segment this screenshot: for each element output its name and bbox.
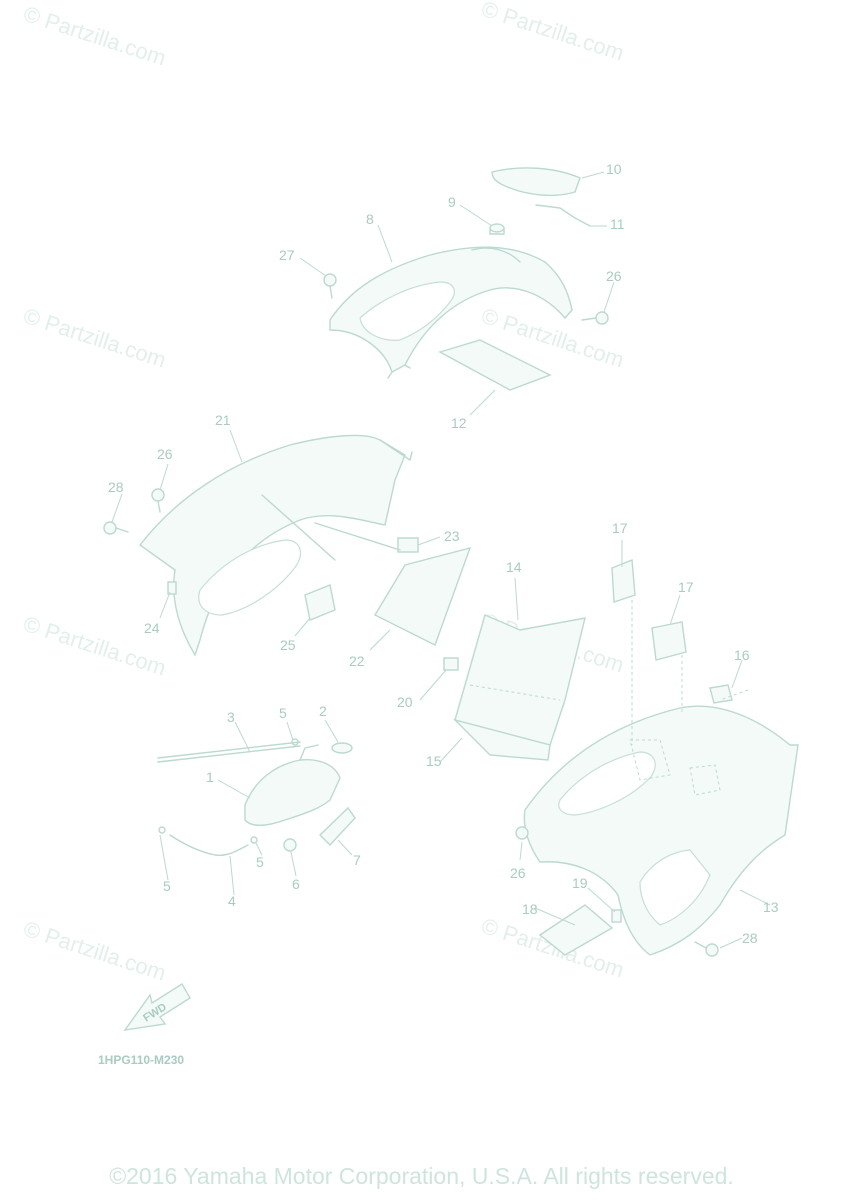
callout-17: 17 <box>612 520 628 536</box>
part-17-pad <box>611 558 687 661</box>
part-26-bolt <box>581 311 609 325</box>
part-25-pad <box>304 584 336 621</box>
callout-3: 3 <box>227 709 235 725</box>
callout-26: 26 <box>157 446 173 462</box>
part-9-grommet <box>489 223 505 235</box>
callout-15: 15 <box>426 753 442 769</box>
callout-13: 13 <box>763 899 779 915</box>
part-16-clip <box>709 684 733 704</box>
callout-1: 1 <box>206 769 214 785</box>
part-18-sticker <box>538 904 614 956</box>
callout-9: 9 <box>448 194 456 210</box>
part-8-rear-cover <box>329 246 573 379</box>
callout-26: 26 <box>606 268 622 284</box>
part-26-bolt <box>515 826 529 840</box>
callout-28: 28 <box>108 479 124 495</box>
callout-10: 10 <box>606 161 622 177</box>
callout-22: 22 <box>349 653 365 669</box>
part-6-bolt <box>283 838 297 852</box>
part-1-tank <box>244 744 341 826</box>
callout-23: 23 <box>444 528 460 544</box>
callout-28: 28 <box>742 930 758 946</box>
part-22-sticker <box>374 546 472 646</box>
part-28-bolt <box>694 941 719 957</box>
part-27-bolt <box>323 273 337 299</box>
callout-16: 16 <box>734 647 750 663</box>
part-26-bolt <box>151 488 165 513</box>
part-12-pad <box>438 339 552 391</box>
part-23-clip <box>397 537 419 553</box>
watermark: © Partzilla.com <box>20 1 169 71</box>
part-11-bracket <box>535 204 591 227</box>
part-3-rod <box>157 741 301 763</box>
callout-25: 25 <box>280 637 296 653</box>
copyright-notice: ©2016 Yamaha Motor Corporation, U.S.A. A… <box>109 1163 734 1189</box>
part-15-sticker <box>452 684 561 761</box>
callout-7: 7 <box>353 852 361 868</box>
callout-2: 2 <box>319 703 327 719</box>
callout-17: 17 <box>678 579 694 595</box>
watermark: © Partzilla.com <box>20 916 169 986</box>
part-28-bolt <box>103 521 129 535</box>
part-24-clip <box>167 581 177 595</box>
callout-numbers: 1 2 3 4 5 5 5 6 7 8 9 10 11 12 13 14 15 … <box>108 161 779 946</box>
callout-5: 5 <box>256 854 264 870</box>
callout-24: 24 <box>144 620 160 636</box>
part-19-clip <box>611 909 622 923</box>
callout-18: 18 <box>522 901 538 917</box>
watermark: © Partzilla.com <box>478 0 627 66</box>
part-5-clamp <box>158 738 299 844</box>
callout-11: 11 <box>610 216 625 232</box>
part-13-side-cover <box>523 705 799 956</box>
callout-14: 14 <box>506 559 522 575</box>
part-10-cover-plate <box>491 167 581 197</box>
diagram-code: 1HPG110-M230 <box>98 1053 184 1067</box>
watermark: © Partzilla.com <box>20 303 169 373</box>
callout-4: 4 <box>228 893 236 909</box>
callout-26: 26 <box>510 865 526 881</box>
part-2-cap <box>331 742 353 754</box>
callout-6: 6 <box>292 876 300 892</box>
callout-21: 21 <box>215 412 231 428</box>
part-7-pad <box>319 806 356 847</box>
callout-27: 27 <box>279 247 295 263</box>
callout-12: 12 <box>451 415 467 431</box>
callout-5: 5 <box>279 705 287 721</box>
part-21-side-cover <box>138 434 413 657</box>
callout-20: 20 <box>397 694 413 710</box>
leader-lines <box>111 171 771 949</box>
callout-19: 19 <box>572 875 588 891</box>
part-4-hose <box>169 834 249 857</box>
callout-5: 5 <box>163 878 171 894</box>
callout-8: 8 <box>366 211 374 227</box>
fwd-arrow-icon: FWD <box>123 983 191 1031</box>
part-20-clip <box>443 657 459 671</box>
